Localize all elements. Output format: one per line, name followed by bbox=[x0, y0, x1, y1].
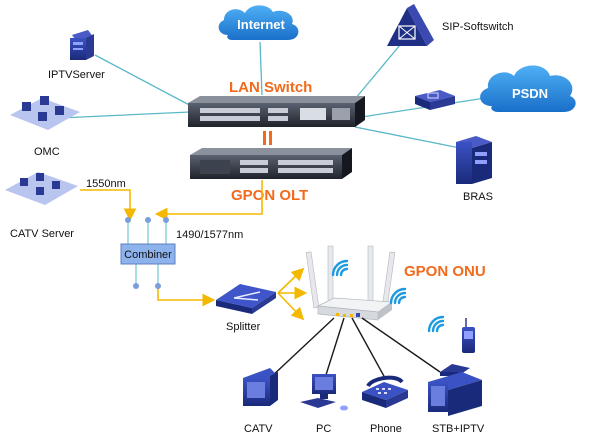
onu-endpoint-links bbox=[269, 317, 441, 379]
fiber-links bbox=[80, 180, 308, 321]
combiner-label: Combiner bbox=[124, 249, 172, 261]
phone-label: Phone bbox=[370, 423, 402, 435]
fiber-splitter-onu-3 bbox=[277, 292, 305, 321]
phone-icon bbox=[362, 375, 408, 408]
mobile-phone-icon bbox=[462, 318, 475, 353]
link-sip-switch bbox=[349, 44, 401, 106]
wifi-icon bbox=[331, 259, 349, 277]
bras-icon bbox=[456, 136, 492, 184]
wavelength-1550-label: 1550nm bbox=[86, 178, 126, 190]
fiber-splitter-onu-1 bbox=[277, 267, 305, 294]
fiber-olt-combiner bbox=[154, 180, 263, 221]
catv-server-icon bbox=[5, 172, 78, 205]
gpon-onu-label: GPON ONU bbox=[404, 263, 486, 280]
link-iptv-switch bbox=[94, 54, 196, 109]
link-omc-switch bbox=[59, 111, 191, 119]
sip-softswitch-icon bbox=[387, 4, 434, 46]
wifi-icon bbox=[389, 287, 407, 305]
omc-label: OMC bbox=[34, 146, 60, 158]
wavelength-1490-label: 1490/1577nm bbox=[176, 229, 243, 241]
lan-switch-label: LAN Switch bbox=[229, 79, 312, 96]
internet-label: Internet bbox=[237, 17, 285, 32]
catv-tv-icon bbox=[243, 368, 278, 406]
splitter-icon bbox=[216, 284, 276, 314]
splitter-label: Splitter bbox=[226, 321, 261, 333]
iptv-server-label: IPTVServer bbox=[48, 69, 105, 81]
stb-iptv-label: STB+IPTV bbox=[432, 423, 485, 435]
psdn-cloud: PSDN bbox=[480, 65, 576, 112]
fiber-combiner-splitter bbox=[157, 285, 216, 307]
link-bras-switch bbox=[354, 126, 471, 151]
catv-label: CATV bbox=[244, 423, 273, 435]
gpon-onu-icon bbox=[305, 245, 396, 321]
gpon-olt-icon bbox=[190, 148, 352, 179]
link-onu-phone bbox=[351, 317, 386, 379]
fiber-catv-combiner bbox=[80, 189, 137, 222]
pc-icon bbox=[300, 374, 348, 411]
sip-softswitch-label: SIP-Softswitch bbox=[442, 21, 514, 33]
link-onu-stb bbox=[361, 317, 441, 373]
catv-server-label: CATV Server bbox=[10, 228, 74, 240]
psdn-router-icon bbox=[415, 90, 455, 110]
link-onu-catv bbox=[269, 317, 335, 379]
switch-olt-connector bbox=[263, 131, 272, 145]
link-onu-pc bbox=[324, 317, 345, 379]
pc-label: PC bbox=[316, 423, 331, 435]
psdn-label: PSDN bbox=[512, 86, 548, 101]
gpon-olt-label: GPON OLT bbox=[231, 187, 308, 204]
omc-icon bbox=[10, 96, 80, 130]
link-internet-switch bbox=[259, 41, 263, 96]
stb-iptv-icon bbox=[428, 364, 482, 416]
internet-cloud: Internet bbox=[218, 5, 299, 40]
iptv-server-icon bbox=[70, 30, 94, 60]
lan-switch-icon bbox=[188, 96, 365, 127]
combiner-box: Combiner bbox=[120, 243, 176, 265]
bras-label: BRAS bbox=[463, 191, 493, 203]
combiner-ports bbox=[125, 217, 169, 289]
wifi-icon bbox=[427, 315, 445, 333]
